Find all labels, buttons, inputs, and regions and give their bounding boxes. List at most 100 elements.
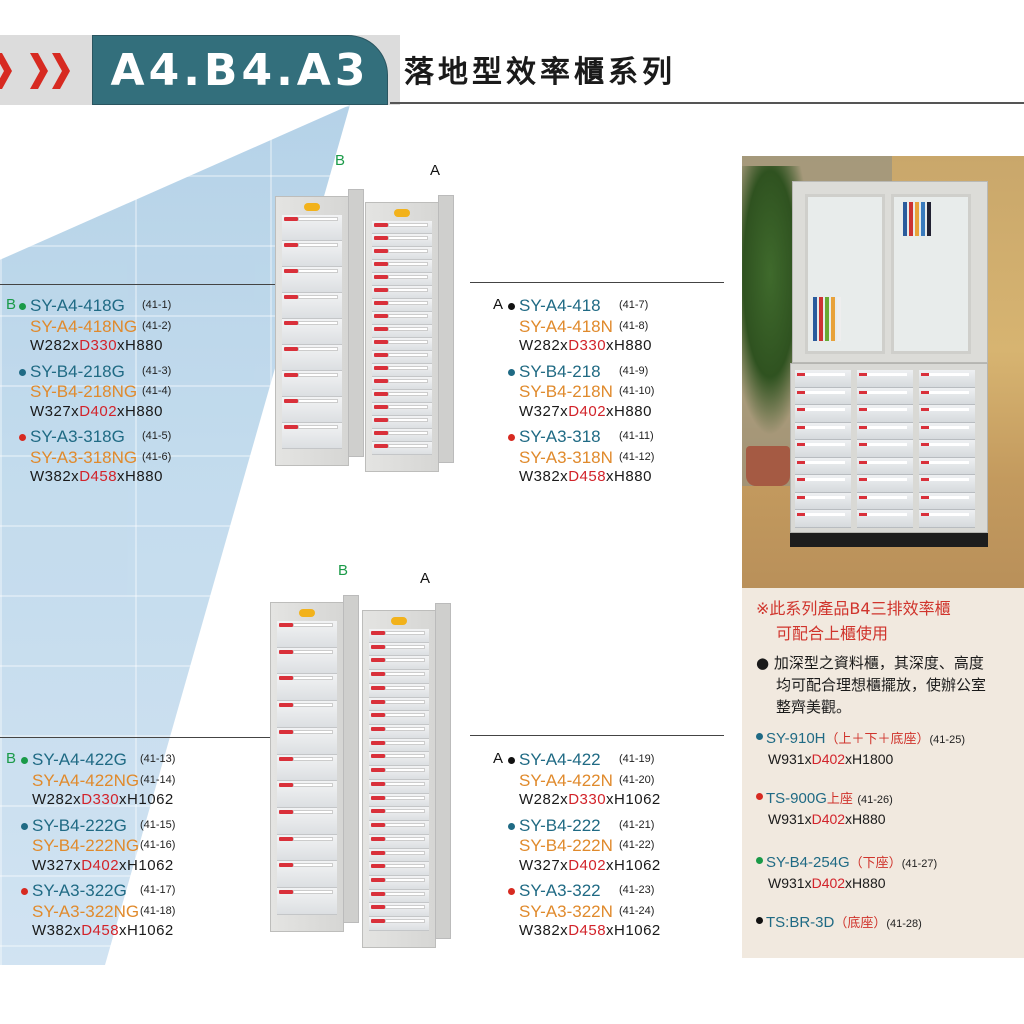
office-cabinet-photo — [742, 156, 1024, 588]
spec-block-b-880: B SY-A4-418G(41-1) SY-A4-418NG(41-2) W28… — [6, 296, 171, 493]
drawer — [282, 241, 342, 267]
model-number: SY-B4-222G — [32, 815, 127, 835]
drawer — [919, 492, 975, 510]
drawer — [919, 457, 975, 475]
chevron-right-icon — [30, 53, 48, 89]
drawer — [372, 377, 432, 390]
drawer — [282, 371, 342, 397]
drawer — [857, 387, 913, 405]
drawer — [372, 247, 432, 260]
model-number: SY-A4-418G — [30, 296, 125, 315]
series-code: A4.B4.A3 — [110, 44, 370, 96]
model-number: SY-B4-218G — [30, 361, 125, 381]
model-number: SY-A3-322 — [519, 881, 601, 900]
drawer — [372, 390, 432, 403]
drawer — [372, 286, 432, 299]
catalog-code: (41-6) — [142, 450, 172, 463]
bullet-black-icon — [508, 303, 515, 310]
drawer — [369, 793, 429, 808]
drawer — [369, 834, 429, 849]
bullet-black-icon — [756, 917, 763, 925]
drawer — [277, 861, 337, 889]
glass-door-cabinet — [792, 181, 988, 363]
model-number: SY-A4-422 — [519, 750, 601, 769]
dimensions: W327xD402xH1062 — [32, 856, 174, 874]
bullet-blue-icon — [756, 733, 763, 741]
description: ● 加深型之資料櫃，其深度、高度 均可配合理想櫃擺放，使辦公室 整齊美觀。 — [756, 654, 987, 716]
catalog-code: (41-3) — [142, 364, 172, 377]
cabinet-base — [790, 533, 988, 547]
bullet-blue-icon — [19, 368, 26, 376]
drawer — [372, 325, 432, 338]
drawer-cabinet-b-18 — [275, 189, 364, 466]
product-item: TS:BR-3D（底座）(41-28) — [756, 912, 922, 932]
drawer — [795, 405, 851, 423]
dimensions: W382xD458xH880 — [30, 468, 163, 485]
drawer — [277, 834, 337, 862]
page-title: 落地型效率櫃系列 — [404, 55, 676, 90]
divider — [0, 284, 275, 285]
model-number: SY-A3-322G — [32, 881, 127, 900]
catalog-code: (41-23) — [619, 884, 655, 896]
dimensions: W282xD330xH880 — [30, 337, 163, 354]
dimensions: W327xD402xH1062 — [519, 856, 661, 874]
catalog-code: (41-16) — [140, 839, 176, 851]
drawer — [282, 345, 342, 371]
catalog-code: (41-18) — [140, 904, 176, 917]
drawer — [919, 475, 975, 493]
drawer — [372, 338, 432, 351]
drawer — [369, 752, 429, 767]
drawer — [369, 629, 429, 643]
drawer — [795, 492, 851, 510]
model-number-alt: SY-B4-222NG — [32, 836, 140, 855]
catalog-code: (41-5) — [142, 430, 172, 442]
logo-badge — [391, 617, 407, 625]
catalog-code: (41-11) — [619, 430, 654, 442]
catalog-code: (41-22) — [619, 839, 655, 851]
header: A4.B4.A3 落地型效率櫃系列 — [0, 35, 1024, 105]
bullet-red-icon — [21, 888, 28, 895]
drawer — [369, 848, 429, 863]
drawer — [795, 387, 851, 405]
cabinet-label-a: A — [420, 570, 431, 587]
model-number-alt: SY-A3-322N — [519, 901, 613, 921]
catalog-code: (41-24) — [619, 904, 655, 917]
drawer — [795, 440, 851, 458]
drawer — [369, 807, 429, 822]
series-code-box: A4.B4.A3 — [92, 35, 388, 105]
drawer-cabinet-a-22 — [362, 603, 451, 948]
catalog-code: (41-15) — [140, 818, 176, 831]
group-tag: B — [6, 750, 17, 767]
drawer — [372, 429, 432, 442]
drawer — [369, 656, 429, 671]
spec-group: SY-B4-218(41-9) SY-B4-218N(41-10) W327xD… — [508, 362, 654, 424]
spec-block-a-880: A SY-A4-418(41-7) SY-A4-418N(41-8) W282x… — [493, 296, 654, 493]
drawer — [372, 312, 432, 325]
catalog-code: (41-19) — [619, 753, 655, 765]
product-item: SY-B4-254G（下座）(41-27) W931xD402xH880 — [756, 852, 937, 891]
drawer — [277, 781, 337, 809]
drawer — [857, 370, 913, 388]
spec-group: SY-A3-322G(41-17) SY-A3-322NG(41-18) W38… — [21, 881, 176, 943]
catalog-code: (41-4) — [142, 385, 172, 397]
drawer — [282, 267, 342, 293]
drawer — [372, 299, 432, 312]
drawer — [372, 351, 432, 364]
drawer — [369, 670, 429, 684]
drawer — [795, 370, 851, 388]
catalog-code: (41-20) — [619, 773, 655, 786]
bullet-red-icon — [508, 888, 515, 895]
drawer — [369, 711, 429, 726]
drawer — [372, 403, 432, 416]
drawer — [369, 725, 429, 739]
bullet-green-icon — [19, 303, 26, 310]
drawer — [795, 422, 851, 440]
drawer — [369, 642, 429, 657]
catalog-code: (41-13) — [140, 753, 176, 765]
bullet-red-icon — [756, 793, 763, 801]
drawer — [369, 738, 429, 753]
catalog-code: (41-2) — [142, 319, 172, 332]
header-divider — [390, 102, 1024, 104]
drawer — [919, 422, 975, 440]
model-number: SY-A3-318G — [30, 427, 125, 446]
